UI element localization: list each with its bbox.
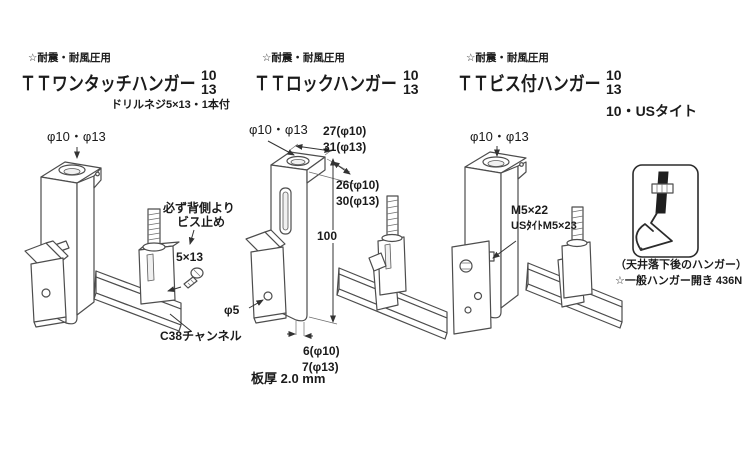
p2-side-hole-label: φ5	[224, 303, 240, 317]
lock-hanger-dimension-lines	[248, 140, 355, 339]
p1-size-13: 13	[201, 81, 217, 97]
p3-size-10: 10	[606, 67, 622, 83]
plate-thickness-label: 板厚 2.0 mm	[251, 371, 326, 386]
p2-size-10: 10	[403, 67, 419, 83]
one-touch-hanger-drawing	[24, 147, 102, 328]
p2-dim-width-phi10: 27(φ10)	[323, 124, 367, 138]
p2-dim-width-phi13: 31(φ13)	[323, 140, 367, 154]
side-note-force: ☆一般ハンガー開き 436N	[615, 275, 743, 287]
p3-size-ustight: 10・USタイト	[606, 103, 698, 119]
p1-hole-label: φ10・φ13	[47, 129, 106, 144]
p3-size-13: 13	[606, 81, 622, 97]
p2-dim-depth-phi13: 30(φ13)	[336, 194, 380, 208]
p2-title: ＴＴロックハンガー	[254, 74, 397, 95]
p1-screw-size-label: 5×13	[176, 250, 204, 264]
p3-badge: ☆耐震・耐風圧用	[466, 52, 549, 64]
one-touch-rear-view-drawing	[93, 208, 204, 332]
p3-screw1-label: M5×22	[511, 203, 549, 217]
p3-title: ＴＴビス付ハンガー	[457, 74, 601, 95]
p2-dim-bottom-phi13: 7(φ13)	[302, 360, 339, 374]
p1-size-10: 10	[201, 67, 217, 83]
p2-badge: ☆耐震・耐風圧用	[262, 52, 345, 64]
p2-size-13: 13	[403, 81, 419, 97]
p1-subtitle: ドリルネジ5×13・1本付	[111, 99, 230, 111]
screw-hanger-drawing	[451, 146, 527, 335]
p1-badge: ☆耐震・耐風圧用	[28, 52, 111, 64]
side-note-caption: （天井落下後のハンガー）	[615, 259, 747, 271]
p1-title: ＴＴワンタッチハンガー	[20, 74, 196, 95]
p3-hole-label: φ10・φ13	[470, 129, 529, 144]
lock-hanger-installed-drawing	[336, 195, 448, 340]
p2-dim-height: 100	[315, 229, 340, 243]
lock-hanger-drawing	[245, 151, 326, 324]
p2-hole-label: φ10・φ13	[249, 122, 308, 137]
p1-channel-label: C38チャンネル	[160, 329, 242, 343]
p2-dim-depth-phi10: 26(φ10)	[336, 178, 380, 192]
p3-screw2-label: USﾀｲﾄM5×23	[511, 220, 577, 232]
p1-note-line1: 必ず背側より	[163, 201, 235, 215]
p2-dim-bottom-phi10: 6(φ10)	[303, 344, 340, 358]
fallen-hanger-diagram	[632, 164, 699, 258]
p1-note-line2: ビス止め	[177, 215, 226, 229]
screw-hanger-installed-drawing	[525, 206, 623, 329]
